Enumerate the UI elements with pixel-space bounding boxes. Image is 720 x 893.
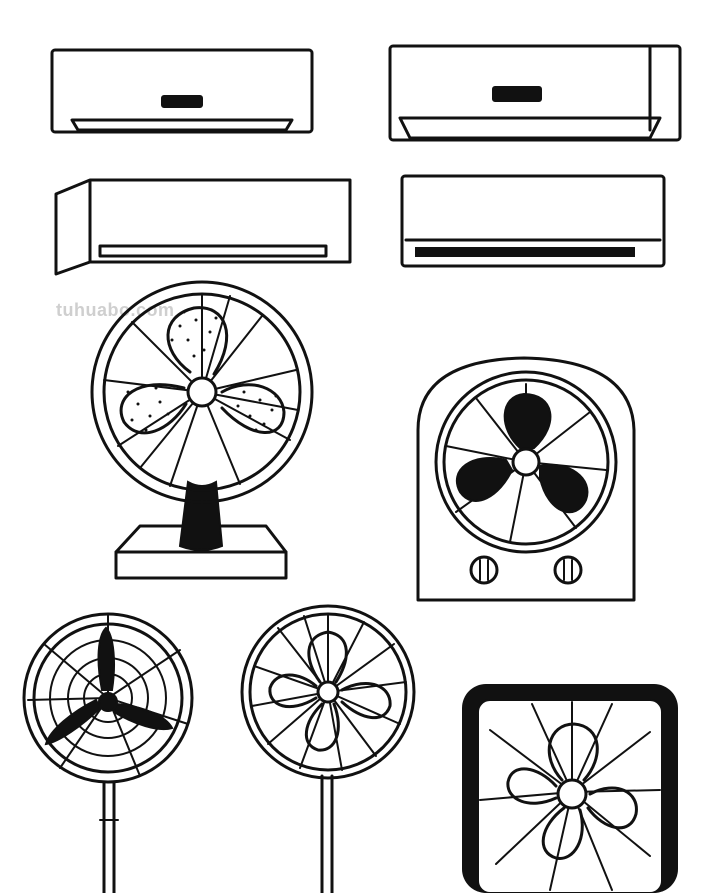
pedestal-fan-1 <box>22 612 194 893</box>
box-fan <box>416 356 636 602</box>
air-conditioner-3 <box>54 178 352 276</box>
square-fan <box>462 684 678 893</box>
watermark-text: tuhuabo.com <box>56 300 175 320</box>
air-conditioner-2 <box>388 44 682 142</box>
air-conditioner-1 <box>50 48 314 134</box>
pedestal-fan-2 <box>240 604 416 893</box>
air-conditioner-4 <box>400 174 666 268</box>
desk-fan <box>90 280 314 580</box>
